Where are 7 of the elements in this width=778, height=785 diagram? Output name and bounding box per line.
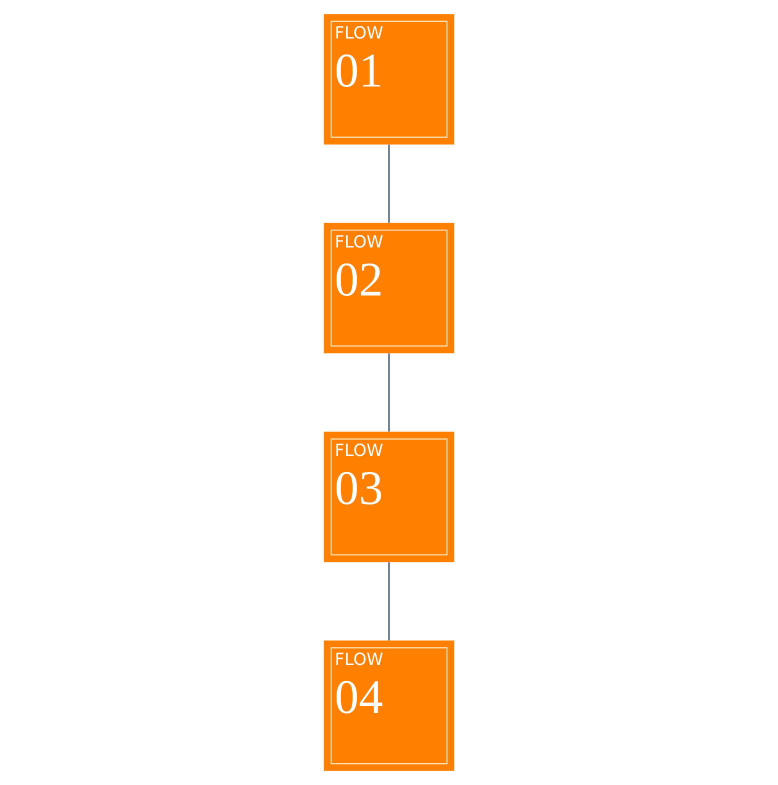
node-box: FLOW 01 — [324, 14, 454, 144]
connector — [388, 144, 390, 223]
connector — [388, 353, 390, 432]
node-box: FLOW 02 — [324, 222, 454, 354]
node-box: FLOW 03 — [324, 432, 454, 562]
node-box: FLOW 04 — [324, 640, 454, 771]
connector — [388, 562, 390, 640]
